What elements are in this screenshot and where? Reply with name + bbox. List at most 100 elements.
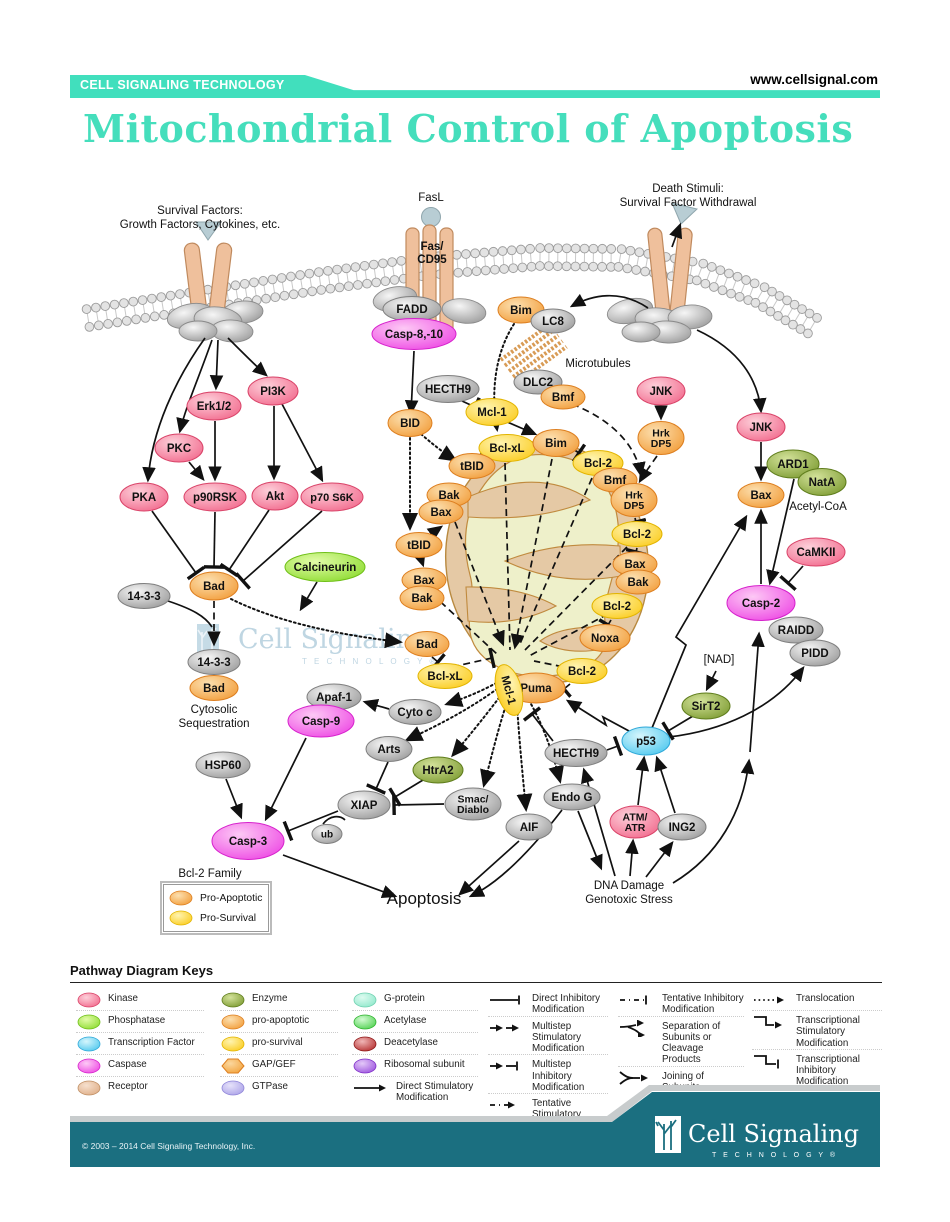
conn-pore-7 [528,613,609,657]
node-1433b: 14-3-3 [187,649,241,675]
conn-casp8-bid [404,350,419,416]
node-bax1: Bax [418,499,464,525]
conn-tbid2-bax [412,550,426,568]
key-item-label: Enzyme [252,993,288,1004]
receptor-death [606,202,713,344]
key-item-label: Acetylase [384,1015,427,1026]
dashtee-icon [620,995,647,1005]
svg-text:Arts: Arts [377,744,400,756]
svg-text:tBID: tBID [460,461,484,473]
node-ub: ub [311,824,343,844]
key-item-label: Receptor [108,1081,148,1092]
label-death-2: Survival Factor Withdrawal [620,197,757,209]
svg-text:Bcl-2: Bcl-2 [603,601,631,613]
key-item: pro-survival [220,1033,338,1055]
label-dna-2: Genotoxic Stress [585,894,673,906]
key-item: Receptor [76,1077,204,1099]
svg-text:Bim: Bim [510,305,532,317]
svg-text:BID: BID [400,418,420,430]
svg-text:Apaf-1: Apaf-1 [316,692,352,704]
tee-icon [490,995,520,1005]
node-jnk1: JNK [636,376,686,406]
enzyme-shape-icon [221,992,245,1008]
keys-title: Pathway Diagram Keys [70,963,882,983]
label-cytosolic-1: Cytosolic [191,704,238,716]
node-lc8: LC8 [530,308,576,334]
node-ard1: ARD1 [766,449,820,479]
conn-casp9-casp3 [264,737,307,822]
node-bax3: Bax [612,551,658,577]
svg-text:Erk1/2: Erk1/2 [197,401,232,413]
conn-pkc-p90rsk [188,461,205,481]
node-bad: Bad [189,571,239,601]
conn-mcl1-bim [504,420,538,436]
key-item-label: Transcriptional Inhibitory Modification [796,1053,860,1088]
receptor-shape-icon [77,1080,101,1096]
bcl2-key-label: Pro-Survival [200,912,257,924]
conn-bcl2-bax3 [625,547,647,557]
svg-text:Smac/Diablo: Smac/Diablo [457,793,489,816]
svg-text:Bak: Bak [411,593,433,605]
node-atm-atr: ATM/ATR [609,805,661,839]
key-item: G-protein [352,989,478,1011]
conn-p53-pidd [668,665,805,738]
svg-text:Casp-2: Casp-2 [742,598,780,610]
svg-text:Cyto c: Cyto c [397,707,433,719]
conn-akt-bad [219,509,270,578]
conn-smac-xiap [392,794,445,816]
svg-text:Bax: Bax [413,575,435,587]
svg-text:Bak: Bak [627,577,649,589]
svg-text:ARD1: ARD1 [777,459,809,471]
conn-endog-dna [577,810,603,871]
node-pi3k: PI3K [247,376,299,406]
node-bcl2-2: Bcl-2 [611,521,663,547]
svg-text:HECTH9: HECTH9 [553,748,599,760]
svg-text:Bak: Bak [438,490,460,502]
key-item: Translocation [752,989,882,1011]
conn-tbid-bakbax [426,525,444,540]
acetylase-shape-icon [353,1014,377,1030]
node-ing2: ING2 [657,813,707,841]
conn-sirt2-p53 [661,715,694,741]
svg-text:Bim: Bim [545,438,567,450]
svg-text:SirT2: SirT2 [692,701,721,713]
key-item-label: Phosphatase [108,1015,166,1026]
node-noxa: Noxa [579,624,631,652]
key-item-label: Transcription Factor [108,1037,195,1048]
logo-tree-icon [655,1116,681,1153]
footer-logo-sub: T E C H N O L O G Y ® [712,1151,837,1159]
key-item-label: pro-survival [252,1037,303,1048]
bcl2-key-item: Pro-Apoptotic [168,888,264,908]
key-item-label: Multistep Stimulatory Modification [532,1020,585,1055]
key-item: Multistep Stimulatory Modification [488,1017,608,1056]
svg-text:HtrA2: HtrA2 [422,765,453,777]
node-p90rsk: p90RSK [183,482,247,512]
node-bcl2-3: Bcl-2 [591,593,643,619]
node-bad-mito: Bad [404,631,450,657]
conn-rec1-pka [142,337,206,483]
node-arts: Arts [365,736,413,762]
key-item-label: Direct Inhibitory Modification [532,993,601,1016]
node-pkc: PKC [154,433,204,463]
svg-text:Bmf: Bmf [604,475,627,487]
conn-rec1-pkc [176,339,213,434]
conn-pore-1 [504,462,511,651]
key-item: Direct Stimulatory Modification [352,1077,478,1104]
node-bcl2-4: Bcl-2 [556,658,608,684]
key-item: Phosphatase [76,1011,204,1033]
copyright-text: © 2003 – 2014 Cell Signaling Technology,… [82,1141,255,1151]
node-hecth9-1: HECTH9 [416,375,480,403]
svg-text:T E C H N O L O G Y ®: T E C H N O L O G Y ® [302,657,438,666]
node-erk12: Erk1/2 [186,391,242,421]
key-item: Multistep Inhibitory Modification [488,1055,608,1095]
key-item-label: Direct Stimulatory Modification [396,1081,474,1104]
conn-camkii-casp2 [779,565,804,592]
ribosomal-shape-icon [353,1058,377,1074]
svg-text:LC8: LC8 [542,316,564,328]
svg-text:tBID: tBID [407,540,431,552]
label-fasl: FasL [418,192,444,204]
label-fas-cd95-1: Fas/ [420,241,444,253]
